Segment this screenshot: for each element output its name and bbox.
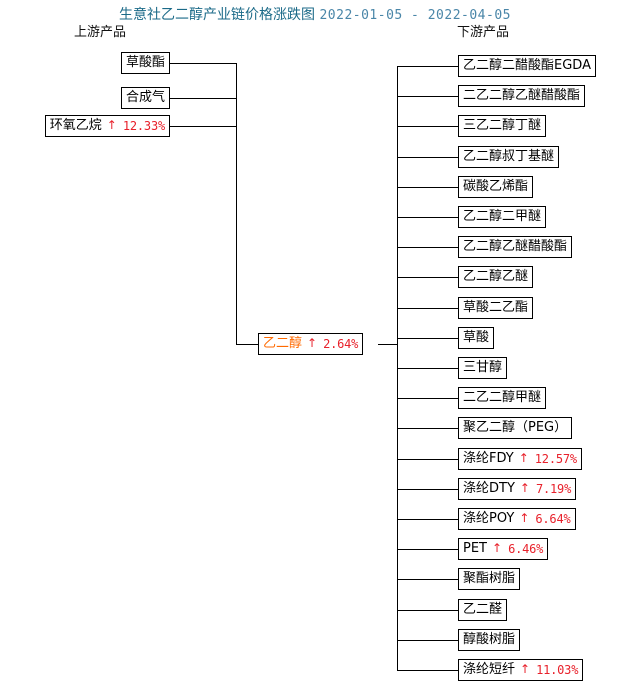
node-label: 三乙二醇丁醚	[463, 118, 542, 133]
connector-line-horizontal	[397, 126, 458, 127]
downstream-node-3[interactable]: 三乙二醇丁醚	[458, 115, 547, 137]
downstream-node-5[interactable]: 碳酸乙烯酯	[458, 176, 534, 198]
node-label: 乙二醇二甲醚	[463, 209, 542, 224]
node-change-value: 12.33%	[122, 119, 165, 133]
connector-line-horizontal	[397, 187, 458, 188]
downstream-node-13[interactable]: 聚乙二醇（PEG）	[458, 417, 573, 439]
node-change-value: 2.64%	[323, 337, 359, 351]
downstream-node-4[interactable]: 乙二醇叔丁基醚	[458, 146, 560, 168]
node-label: 涤纶POY	[463, 511, 515, 526]
node-label: 乙二醇	[263, 336, 303, 351]
upstream-node-3[interactable]: 环氧乙烷 ↑ 12.33%	[44, 115, 170, 137]
downstream-node-18[interactable]: 聚酯树脂	[458, 568, 521, 590]
node-change-value: 6.46%	[508, 542, 544, 556]
node-label: 乙二醇二醋酸酯EGDA	[463, 58, 591, 73]
downstream-node-14[interactable]: 涤纶FDY ↑ 12.57%	[458, 448, 582, 470]
node-label: 涤纶短纤	[463, 662, 516, 677]
node-change-value: 7.19%	[535, 482, 572, 496]
connector-line-horizontal	[397, 640, 458, 641]
downstream-node-15[interactable]: 涤纶DTY ↑ 7.19%	[458, 478, 577, 500]
center-node-ethylene-glycol[interactable]: 乙二醇 ↑ 2.64%	[258, 333, 364, 355]
node-label: 合成气	[125, 90, 165, 105]
upstream-node-2[interactable]: 合成气	[120, 87, 170, 109]
node-label: 草酸	[463, 330, 490, 345]
node-label: 乙二醇叔丁基醚	[463, 149, 555, 164]
downstream-node-1[interactable]: 乙二醇二醋酸酯EGDA	[458, 55, 596, 77]
connector-line-horizontal	[397, 217, 458, 218]
connector-line-horizontal	[397, 308, 458, 309]
downstream-node-7[interactable]: 乙二醇乙醚醋酸酯	[458, 236, 573, 258]
connector-line-horizontal	[397, 368, 458, 369]
arrow-up-icon: ↑	[518, 451, 529, 465]
downstream-node-8[interactable]: 乙二醇乙醚	[458, 266, 534, 288]
connector-line-horizontal	[397, 549, 458, 550]
connector-line-horizontal	[397, 519, 458, 520]
node-label: 乙二醛	[463, 602, 503, 617]
downstream-node-10[interactable]: 草酸	[458, 327, 495, 349]
node-label: 草酸酯	[125, 55, 165, 70]
downstream-node-6[interactable]: 乙二醇二甲醚	[458, 206, 547, 228]
connector-line-horizontal	[397, 157, 458, 158]
connector-line-horizontal	[397, 459, 458, 460]
upstream-header: 上游产品	[74, 25, 127, 40]
downstream-node-20[interactable]: 醇酸树脂	[458, 629, 521, 651]
node-change-value: 12.57%	[534, 452, 577, 466]
connector-line-horizontal	[397, 247, 458, 248]
node-label: 聚酯树脂	[463, 571, 516, 586]
connector-line-horizontal	[397, 277, 458, 278]
node-label: 二乙二醇甲醚	[463, 390, 542, 405]
connector-line-horizontal	[236, 344, 258, 345]
downstream-node-19[interactable]: 乙二醛	[458, 599, 508, 621]
downstream-node-11[interactable]: 三甘醇	[458, 357, 508, 379]
node-label: 碳酸乙烯酯	[463, 179, 529, 194]
connector-line-horizontal	[397, 610, 458, 611]
downstream-node-12[interactable]: 二乙二醇甲醚	[458, 387, 547, 409]
node-label: 涤纶FDY	[463, 451, 514, 466]
node-label: 涤纶DTY	[463, 481, 515, 496]
connector-line-horizontal	[397, 670, 458, 671]
node-change-value: 11.03%	[536, 663, 579, 677]
node-label: 二乙二醇乙醚醋酸酯	[463, 88, 581, 103]
downstream-node-16[interactable]: 涤纶POY ↑ 6.64%	[458, 508, 576, 530]
connector-line-horizontal	[397, 398, 458, 399]
downstream-node-21[interactable]: 涤纶短纤 ↑ 11.03%	[458, 659, 584, 681]
node-label: 草酸二乙酯	[463, 300, 529, 315]
connector-line-horizontal	[170, 126, 236, 127]
arrow-up-icon: ↑	[106, 118, 117, 132]
arrow-up-icon: ↑	[520, 662, 531, 676]
node-label: PET	[463, 541, 487, 556]
node-label: 乙二醇乙醚醋酸酯	[463, 239, 568, 254]
connector-line-horizontal	[378, 344, 397, 345]
node-label: 聚乙二醇（PEG）	[463, 420, 568, 435]
connector-line-horizontal	[397, 96, 458, 97]
connector-line-vertical	[397, 66, 398, 670]
page-title-text: 生意社乙二醇产业链价格涨跌图	[119, 7, 316, 23]
page-title: 生意社乙二醇产业链价格涨跌图 2022-01-05 - 2022-04-05	[0, 7, 630, 24]
connector-line-horizontal	[170, 98, 236, 99]
arrow-up-icon: ↑	[492, 541, 503, 555]
arrow-up-icon: ↑	[519, 511, 530, 525]
connector-line-horizontal	[397, 66, 458, 67]
connector-line-horizontal	[397, 489, 458, 490]
downstream-node-17[interactable]: PET ↑ 6.46%	[458, 538, 549, 560]
downstream-node-9[interactable]: 草酸二乙酯	[458, 297, 534, 319]
upstream-node-1[interactable]: 草酸酯	[120, 52, 170, 74]
downstream-node-2[interactable]: 二乙二醇乙醚醋酸酯	[458, 85, 586, 107]
connector-line-vertical	[236, 63, 237, 344]
node-label: 乙二醇乙醚	[463, 269, 529, 284]
connector-line-horizontal	[397, 428, 458, 429]
connector-line-horizontal	[170, 63, 236, 64]
arrow-up-icon: ↑	[307, 336, 318, 350]
node-label: 三甘醇	[463, 360, 503, 375]
connector-line-horizontal	[397, 579, 458, 580]
downstream-header: 下游产品	[457, 25, 510, 40]
node-change-value: 6.64%	[535, 512, 571, 526]
node-label: 环氧乙烷	[49, 118, 102, 133]
connector-line-horizontal	[397, 338, 458, 339]
node-label: 醇酸树脂	[463, 632, 516, 647]
date-range: 2022-01-05 - 2022-04-05	[319, 8, 511, 23]
arrow-up-icon: ↑	[519, 481, 530, 495]
